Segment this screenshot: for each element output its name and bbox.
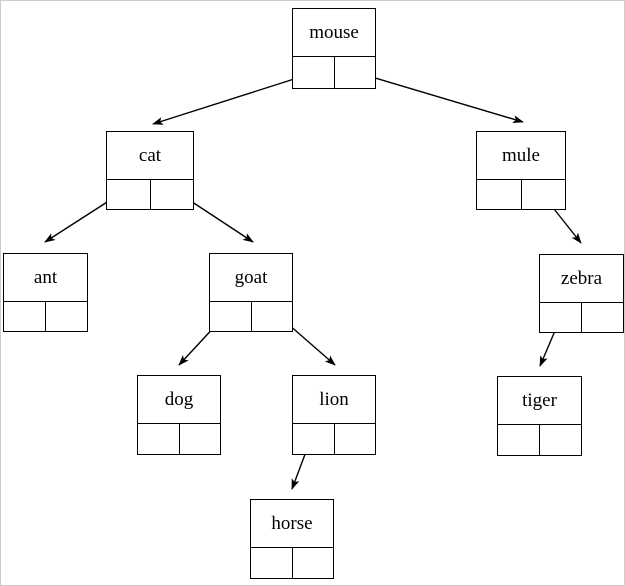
tree-node-mouse[interactable]: mouse [292,8,376,89]
right-pointer-cell[interactable] [582,303,623,332]
left-pointer-cell[interactable] [293,57,335,88]
tree-node-pointer-row [293,424,375,454]
right-pointer-cell[interactable] [335,57,376,88]
tree-node-horse[interactable]: horse [250,499,334,579]
tree-node-pointer-row [498,425,581,455]
tree-node-label: ant [4,254,87,302]
left-pointer-cell[interactable] [477,180,522,209]
tree-node-pointer-row [107,180,193,209]
tree-node-label: cat [107,132,193,180]
tree-node-pointer-row [251,548,333,578]
right-pointer-cell[interactable] [252,302,293,331]
tree-node-ant[interactable]: ant [3,253,88,332]
left-pointer-cell[interactable] [251,548,293,578]
tree-node-label: tiger [498,377,581,425]
tree-node-goat[interactable]: goat [209,253,293,332]
tree-node-label: mouse [293,9,375,57]
tree-node-label: lion [293,376,375,424]
tree-node-pointer-row [477,180,565,209]
tree-node-label: goat [210,254,292,302]
left-pointer-cell[interactable] [107,180,151,209]
right-pointer-cell[interactable] [151,180,194,209]
left-pointer-cell[interactable] [498,425,540,455]
left-pointer-cell[interactable] [210,302,252,331]
right-pointer-cell[interactable] [540,425,581,455]
tree-node-zebra[interactable]: zebra [539,254,624,333]
right-pointer-cell[interactable] [522,180,566,209]
tree-node-dog[interactable]: dog [137,375,221,455]
right-pointer-cell[interactable] [293,548,334,578]
tree-edge-mouse-mule [354,71,524,123]
tree-node-cat[interactable]: cat [106,131,194,210]
tree-node-label: mule [477,132,565,180]
tree-node-label: zebra [540,255,623,303]
right-pointer-cell[interactable] [180,424,221,454]
tree-node-pointer-row [210,302,292,331]
left-pointer-cell[interactable] [138,424,180,454]
right-pointer-cell[interactable] [46,302,87,331]
tree-node-pointer-row [4,302,87,331]
left-pointer-cell[interactable] [540,303,582,332]
tree-node-tiger[interactable]: tiger [497,376,582,456]
tree-node-pointer-row [540,303,623,332]
tree-node-pointer-row [138,424,220,454]
tree-node-lion[interactable]: lion [292,375,376,455]
left-pointer-cell[interactable] [4,302,46,331]
right-pointer-cell[interactable] [335,424,376,454]
tree-node-label: dog [138,376,220,424]
tree-node-label: horse [251,500,333,548]
left-pointer-cell[interactable] [293,424,335,454]
tree-edge-mouse-cat [152,72,314,125]
tree-node-pointer-row [293,57,375,88]
tree-node-mule[interactable]: mule [476,131,566,210]
